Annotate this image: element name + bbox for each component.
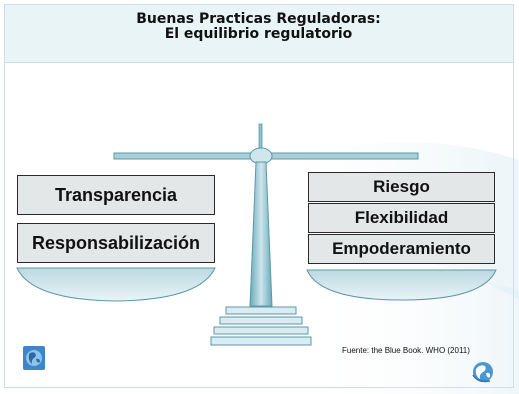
globe-logo-icon [23, 346, 45, 370]
title-line-2: El equilibrio regulatorio [164, 26, 353, 42]
right-item-flexibilidad: Flexibilidad [308, 203, 495, 233]
source-citation: Fuente: the Blue Book. WHO (2011) [342, 346, 470, 355]
scale-base-step-2 [219, 316, 303, 325]
scale-base-step-3 [213, 326, 309, 335]
title-band [4, 4, 513, 63]
scale-base-step-1 [225, 306, 297, 315]
background-swoosh-2 [300, 277, 519, 394]
scale-finial [258, 123, 263, 151]
who-globe-icon [472, 362, 493, 383]
left-pan [16, 267, 216, 302]
scale-pole [249, 161, 273, 307]
right-item-empoderamiento: Empoderamiento [308, 234, 495, 264]
left-item-responsabilizacion: Responsabilización [17, 223, 215, 263]
right-pan [306, 269, 497, 301]
right-item-riesgo: Riesgo [308, 172, 495, 202]
slide-title: Buenas Practicas Reguladoras: El equilib… [4, 12, 513, 42]
scale-base-step-4 [210, 336, 312, 346]
left-item-transparencia: Transparencia [17, 175, 215, 215]
title-line-1: Buenas Practicas Reguladoras: [136, 11, 381, 27]
